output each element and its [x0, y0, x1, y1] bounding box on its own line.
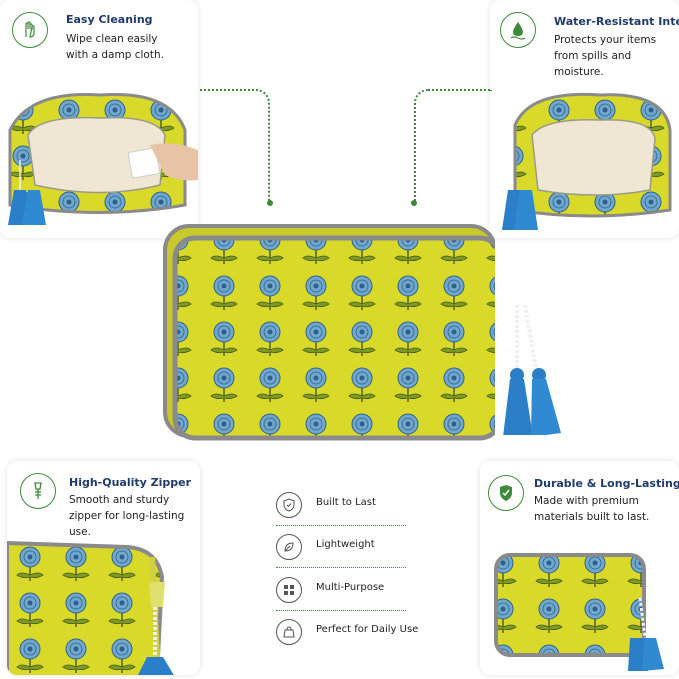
connector-line-left [200, 89, 270, 201]
list-divider [276, 567, 406, 568]
list-item-label: Lightweight [316, 539, 375, 550]
leaf-icon [276, 534, 302, 560]
grid-icon [276, 577, 302, 603]
list-item: Multi-Purpose [276, 574, 406, 606]
feature-title: Easy Cleaning [66, 13, 153, 26]
shield-check-icon [488, 475, 524, 511]
list-item-label: Built to Last [316, 497, 376, 508]
closed-pouch-image [494, 553, 664, 671]
hand-wipe-icon [12, 12, 48, 48]
feature-description: Wipe clean easily with a damp cloth. [66, 33, 164, 61]
feature-description: Smooth and sturdy zipper for long-lastin… [69, 494, 185, 538]
list-item-label: Multi-Purpose [316, 582, 385, 593]
feature-title: Water-Resistant Interior [554, 15, 679, 28]
list-divider [276, 525, 406, 526]
open-pouch-interior-image [502, 92, 672, 230]
connector-dot-right [411, 200, 417, 206]
bag-icon [276, 619, 302, 645]
feature-card-zipper: High-Quality Zipper Smooth and sturdy zi… [7, 461, 200, 675]
feature-card-water-resistant: Water-Resistant Interior Protects your i… [490, 0, 679, 238]
zipper-icon [20, 473, 56, 509]
list-item: Lightweight [276, 531, 406, 563]
shield-icon [276, 492, 302, 518]
zipper-closeup-image [7, 540, 174, 675]
feature-card-easy-cleaning: Easy Cleaning Wipe clean easily with a d… [0, 0, 198, 238]
list-divider [276, 610, 406, 611]
open-pouch-cleaning-image [8, 92, 198, 225]
feature-title: High-Quality Zipper [69, 476, 192, 489]
list-item: Built to Last [276, 489, 406, 521]
feature-title: Durable & Long-Lasting [534, 477, 679, 490]
feature-description: Protects your items from spills and mois… [554, 34, 657, 78]
list-item-label: Perfect for Daily Use [316, 624, 419, 635]
connector-dot-left [267, 200, 273, 206]
water-drop-icon [500, 12, 536, 48]
list-item: Perfect for Daily Use [276, 616, 418, 648]
main-pouch-image [163, 224, 495, 441]
feature-card-durable: Durable & Long-Lasting Made with premium… [480, 461, 679, 675]
feature-description: Made with premium materials built to las… [534, 495, 650, 523]
connector-line-right [414, 89, 492, 201]
main-pouch-tassels [503, 304, 561, 435]
